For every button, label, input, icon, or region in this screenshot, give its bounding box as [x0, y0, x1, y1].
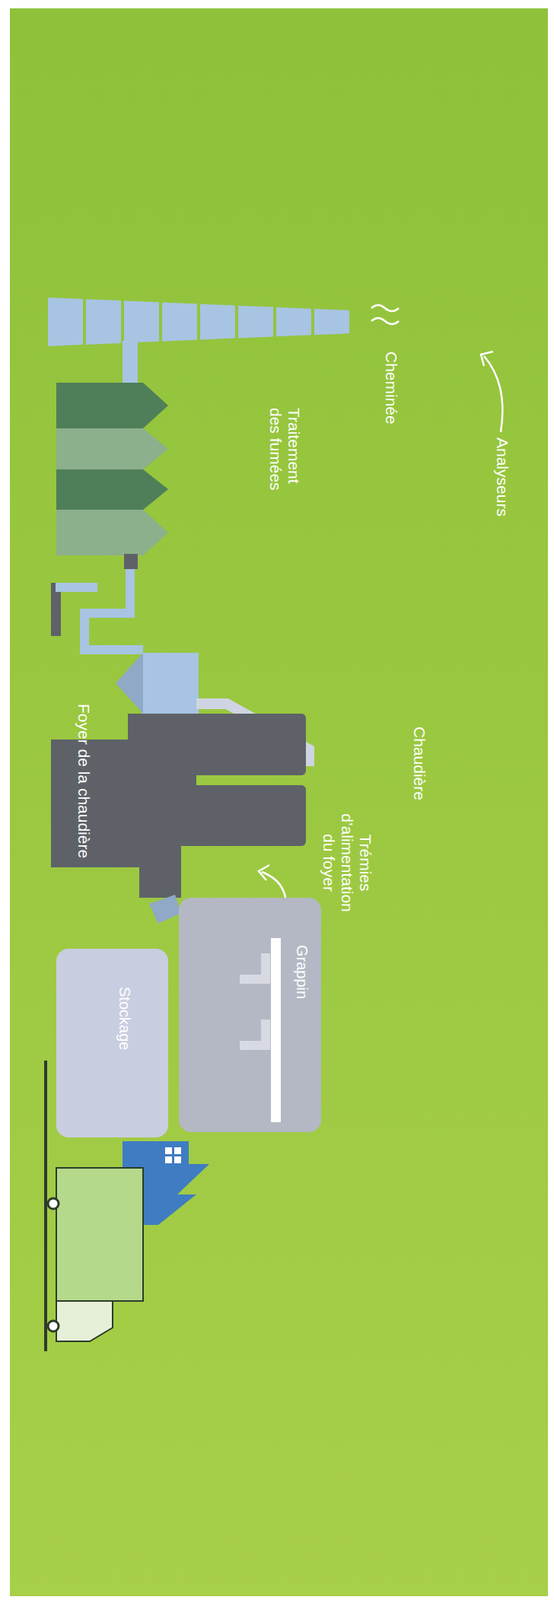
truck-wheel	[47, 1321, 59, 1332]
box-text: Grappin	[292, 945, 311, 1000]
boiler-label: Chaudière	[410, 726, 429, 801]
treatment-unit	[56, 469, 169, 510]
chimney-segment	[124, 300, 160, 344]
window	[165, 1147, 172, 1155]
boiler-column	[184, 785, 306, 847]
grapple-crane	[178, 897, 322, 1133]
feed-hopper	[149, 894, 182, 924]
box-text: Stockage	[115, 987, 134, 1051]
storage-box: Stockage	[56, 948, 169, 1138]
boiler-furnace	[50, 713, 197, 898]
duct-joint	[124, 554, 138, 570]
flue-treatment-label: Traitement des fumées	[266, 407, 303, 506]
analyser-arrowhead	[480, 351, 494, 367]
window	[174, 1156, 182, 1164]
treatment-unit	[56, 509, 169, 556]
chimney-segments	[47, 297, 350, 347]
truck-wheel	[47, 1198, 59, 1210]
smoke-wave	[371, 305, 399, 312]
flue-duct	[122, 340, 138, 387]
chimney-segment	[200, 304, 236, 341]
filter-body	[141, 652, 199, 714]
window	[174, 1147, 182, 1155]
hopper-label: Trémies d’alimentation du foyer	[319, 805, 375, 921]
chimney-label: Cheminée	[382, 351, 401, 425]
chimney-segment	[238, 305, 274, 339]
treatment-unit	[56, 382, 169, 429]
grapple-hall-box: Grappin	[178, 897, 322, 1133]
truck-container	[56, 1168, 144, 1302]
treatment-unit	[56, 428, 169, 470]
furnace-label: Foyer de la chaudière	[74, 703, 93, 859]
chimney-segment	[47, 297, 83, 347]
chimney-segment	[276, 307, 312, 338]
duct	[55, 582, 98, 593]
smoke-wave	[371, 318, 399, 325]
duct	[82, 645, 144, 655]
hopper-arrowhead	[258, 865, 270, 881]
green-ground	[9, 8, 548, 1597]
chimney-segment	[162, 302, 198, 341]
analyser-label: Analyseurs	[493, 437, 512, 517]
duct	[125, 569, 135, 615]
grapple	[239, 953, 271, 984]
ground-line	[44, 1060, 48, 1352]
truck-cab	[56, 1301, 113, 1342]
filter-cone	[115, 652, 144, 714]
duct	[81, 608, 135, 618]
window	[165, 1156, 172, 1164]
chimney-segment	[85, 299, 121, 345]
analyser-arrow	[483, 356, 503, 433]
grapple	[239, 1019, 271, 1051]
chimney-segment	[314, 308, 350, 335]
crane-rail	[270, 938, 281, 1123]
